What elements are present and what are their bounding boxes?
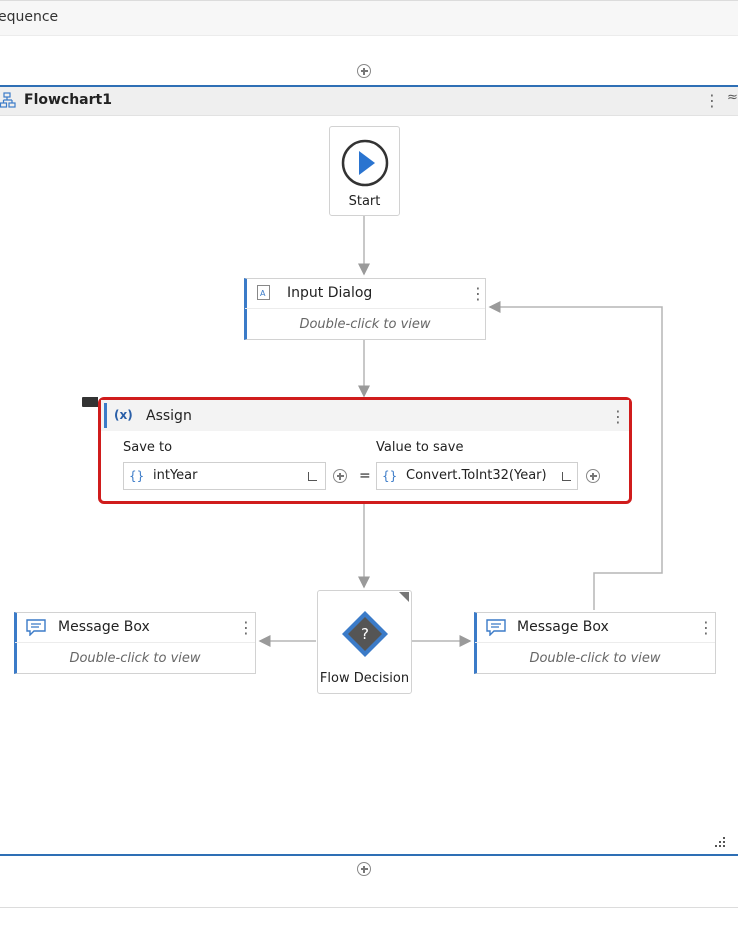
divider — [15, 642, 255, 643]
svg-text:A: A — [260, 289, 266, 298]
expression-icon: {} — [382, 469, 398, 483]
sequence-title: equence — [0, 9, 59, 25]
input-dialog-subtitle: Double-click to view — [299, 317, 431, 332]
value-to-save-value: Convert.ToInt32(Year) — [406, 468, 547, 483]
sequence-bottom-border — [0, 907, 738, 908]
play-icon — [341, 139, 389, 187]
message-box-left-kebab-icon[interactable]: ⋮ — [238, 618, 254, 637]
save-to-add-icon[interactable] — [333, 469, 347, 483]
input-dialog-kebab-icon[interactable]: ⋮ — [470, 284, 486, 303]
start-label: Start — [348, 194, 381, 209]
decision-icon: ? — [342, 611, 388, 657]
value-to-save-field[interactable] — [376, 462, 578, 490]
add-activity-bottom-icon[interactable] — [357, 862, 371, 876]
message-box-icon — [26, 619, 46, 636]
flowchart-header — [0, 87, 738, 116]
assign-title: Assign — [146, 408, 192, 424]
value-add-icon[interactable] — [586, 469, 600, 483]
message-box-left-title: Message Box — [58, 619, 150, 635]
assign-kebab-icon[interactable]: ⋮ — [610, 407, 626, 426]
message-box-right-kebab-icon[interactable]: ⋮ — [698, 618, 714, 637]
save-to-value: intYear — [153, 468, 198, 483]
save-to-label: Save to — [123, 440, 173, 455]
message-box-icon — [486, 619, 506, 636]
add-activity-top-icon[interactable] — [357, 64, 371, 78]
assign-accent — [104, 403, 107, 428]
collapse-icon[interactable]: ≈ — [727, 90, 738, 105]
message-box-left[interactable] — [14, 612, 256, 674]
assign-header — [101, 400, 629, 431]
message-box-right-subtitle: Double-click to view — [529, 651, 661, 666]
divider — [475, 642, 715, 643]
message-box-right[interactable] — [474, 612, 716, 674]
flowchart-title: Flowchart1 — [24, 92, 112, 108]
breakpoint-marker[interactable] — [82, 397, 98, 407]
expression-icon: {} — [129, 469, 145, 483]
expand-icon[interactable] — [562, 472, 571, 481]
resize-grip-icon[interactable] — [714, 836, 726, 848]
assign-icon: (x) — [114, 408, 133, 422]
value-to-save-label: Value to save — [376, 440, 464, 455]
message-box-right-title: Message Box — [517, 619, 609, 635]
expand-icon[interactable] — [308, 472, 317, 481]
input-dialog-activity[interactable] — [244, 278, 486, 340]
message-box-left-subtitle: Double-click to view — [69, 651, 201, 666]
flowchart-kebab-icon[interactable]: ⋮ — [704, 91, 720, 110]
svg-text:?: ? — [361, 625, 369, 643]
divider — [245, 308, 485, 309]
flow-decision-label: Flow Decision — [319, 671, 410, 686]
sequence-header — [0, 0, 738, 36]
flowchart-icon — [0, 92, 16, 108]
corner-indicator — [399, 592, 409, 602]
input-dialog-icon: A — [257, 285, 270, 300]
equals-sign: = — [359, 468, 371, 484]
input-dialog-title: Input Dialog — [287, 285, 373, 301]
save-to-field[interactable] — [123, 462, 326, 490]
